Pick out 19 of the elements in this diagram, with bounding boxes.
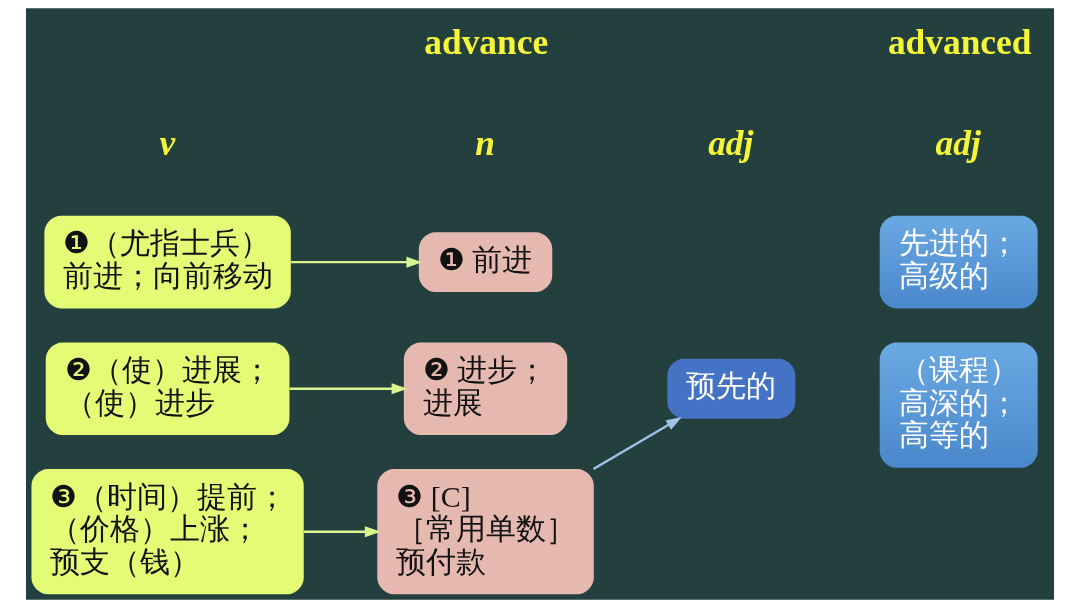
node-box: ❶ 前进 [418, 232, 553, 293]
label: n [475, 122, 496, 163]
arrow [289, 383, 408, 395]
label: advance [424, 22, 549, 63]
arrow [592, 417, 682, 471]
node-box: ❸（时间）提前；（价格）上涨；预支（钱） [31, 469, 304, 595]
node-box: 先进的；高级的 [879, 215, 1038, 309]
node-box: ❷ 进步；进展 [403, 342, 568, 436]
node-box: ❷（使）进展；（使）进步 [45, 342, 290, 436]
label: adj [935, 122, 981, 163]
node-box: ❸ [C]［常用单数］预付款 [377, 469, 594, 595]
label: v [159, 122, 176, 163]
label: advanced [887, 22, 1032, 63]
label: adj [708, 122, 754, 163]
node-box: （课程）高深的；高等的 [879, 342, 1038, 468]
node-box: 预先的 [667, 358, 796, 419]
arrow [304, 526, 381, 538]
arrow [290, 256, 423, 268]
node-box: ❶（尤指士兵）前进；向前移动 [44, 215, 291, 309]
